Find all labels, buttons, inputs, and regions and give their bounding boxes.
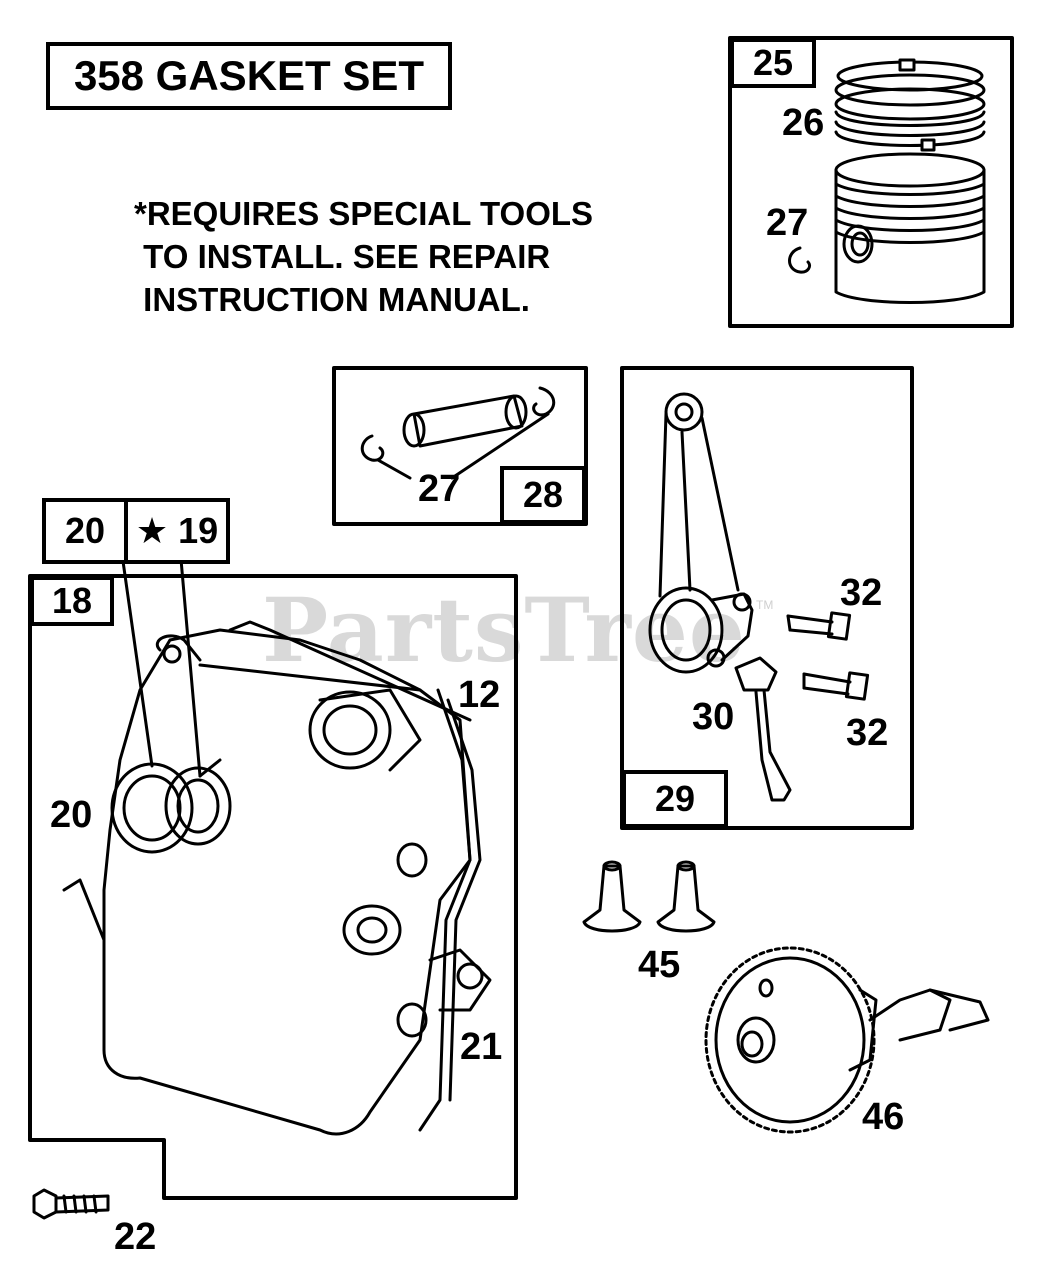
piston-group-box — [728, 36, 1014, 328]
gasket-set-title: 358 GASKET SET — [46, 42, 452, 110]
piston-rings-illustration — [834, 58, 986, 152]
camshaft-illustration — [704, 946, 990, 1134]
camshaft-part-number: 46 — [862, 1096, 905, 1138]
piston-clip-part-number: 27 — [766, 202, 809, 244]
rod-bolts-illustration — [786, 611, 870, 701]
connecting-rod-illustration — [648, 392, 754, 674]
rod-bolt-part-number-bottom: 32 — [846, 712, 889, 754]
rod-bolt-part-number-top: 32 — [840, 572, 883, 614]
seal-part-tag: 20 — [42, 498, 128, 564]
oil-dipper-part-number: 30 — [692, 696, 735, 738]
note-line-2: TO INSTALL. SEE REPAIR — [134, 238, 551, 275]
rings-part-number: 26 — [782, 102, 825, 144]
cover-part-tag: 18 — [30, 576, 114, 626]
cover-bolt-illustration — [32, 1188, 110, 1220]
cover-bolt-part-number: 22 — [114, 1216, 157, 1258]
crankcase-cover-box — [28, 574, 518, 1200]
oil-dipper-illustration — [734, 656, 792, 802]
connecting-rod-box — [620, 366, 914, 830]
piston-pin-box — [332, 366, 588, 526]
note-line-1: *REQUIRES SPECIAL TOOLS — [134, 195, 594, 232]
governor-part-number: 21 — [460, 1026, 503, 1068]
crankcase-cover-illustration — [62, 620, 492, 1136]
rod-part-tag: 29 — [622, 770, 728, 828]
gasket-part-number: 12 — [458, 674, 501, 716]
special-tool-part-tag: ★ 19 — [124, 498, 230, 564]
piston-part-tag: 25 — [730, 38, 816, 88]
oil-seal-illustration — [110, 538, 232, 854]
special-tools-note: *REQUIRES SPECIAL TOOLS TO INSTALL. SEE … — [134, 192, 694, 321]
piston-pin-clip — [788, 246, 812, 274]
pin-clip-part-number: 27 — [418, 468, 461, 510]
pin-part-tag: 28 — [500, 466, 586, 524]
note-line-3: INSTRUCTION MANUAL. — [134, 281, 530, 318]
piston-illustration — [834, 152, 986, 304]
valve-lifters-illustration — [582, 860, 716, 933]
watermark-trademark: TM — [756, 598, 774, 612]
lifters-part-number: 45 — [638, 944, 681, 986]
oil-seal-part-number: 20 — [50, 794, 93, 836]
piston-pin-illustration — [360, 386, 556, 480]
